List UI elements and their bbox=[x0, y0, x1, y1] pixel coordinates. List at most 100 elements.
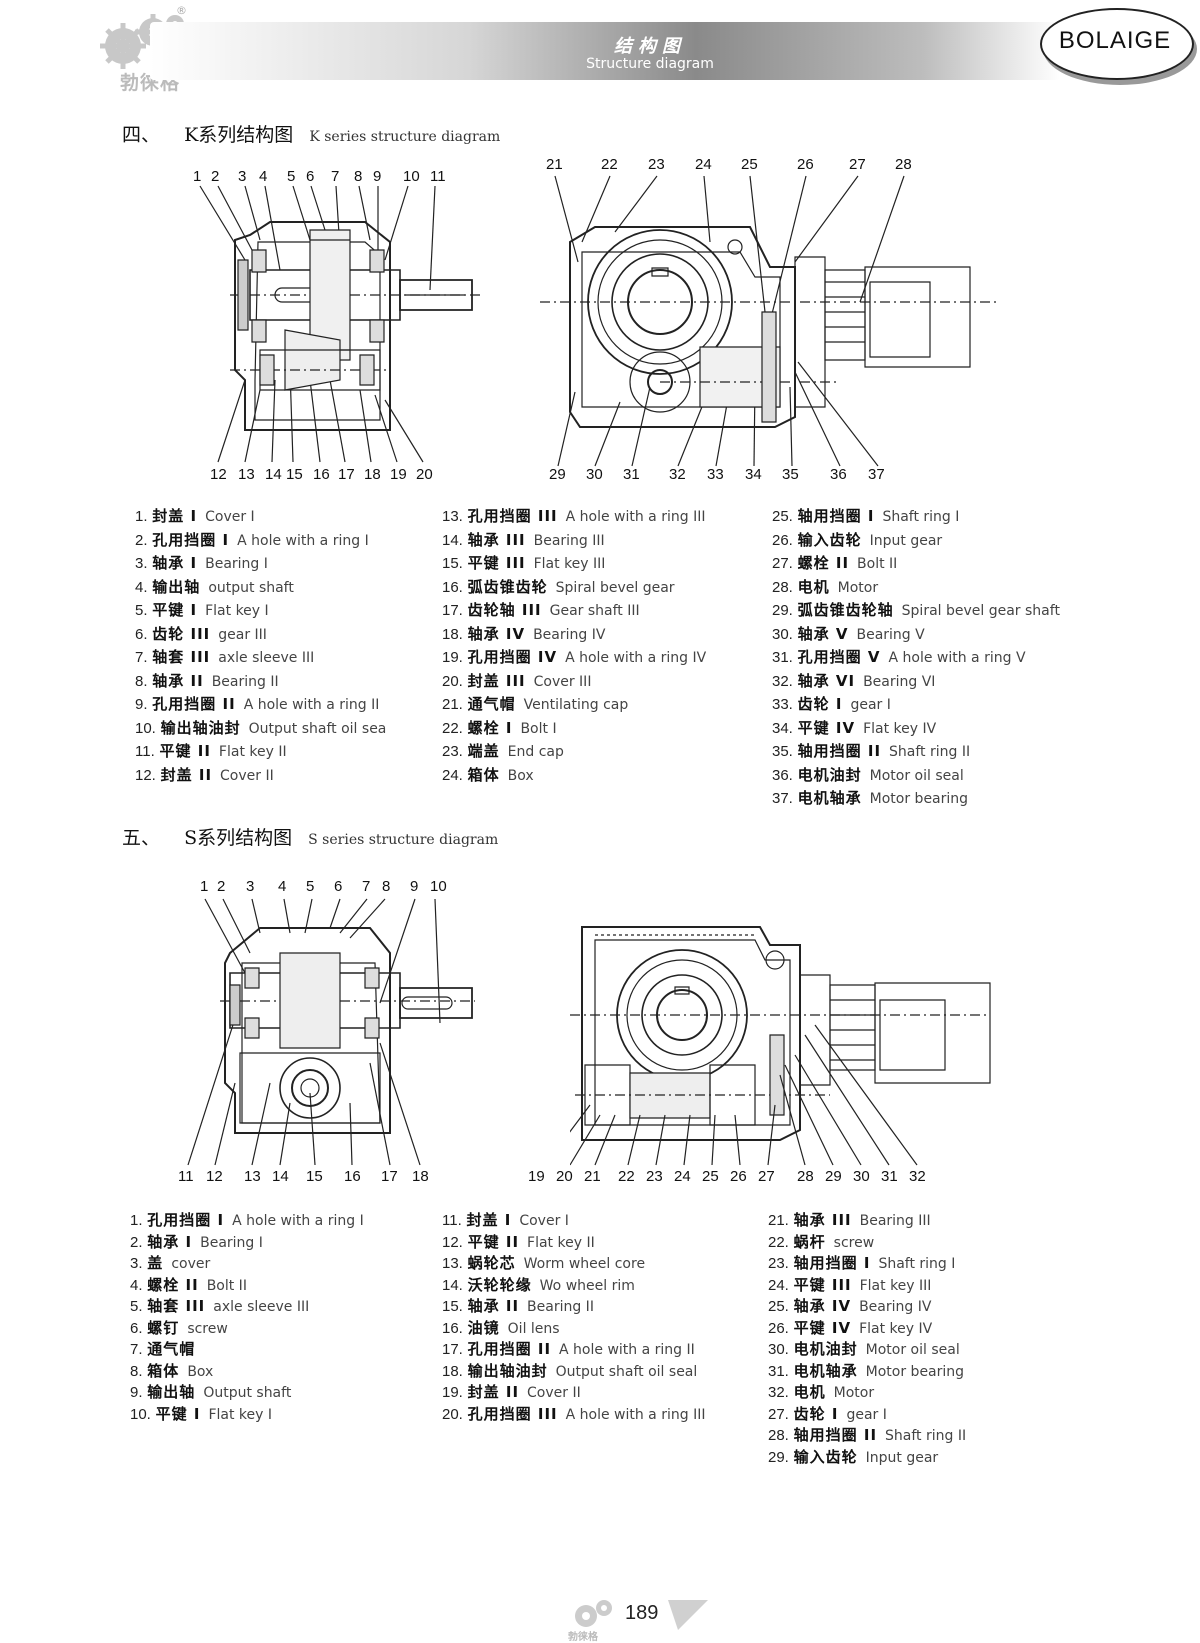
callout: 6 bbox=[334, 878, 343, 895]
footer-gear-icon bbox=[575, 1600, 612, 1627]
callout: 12 bbox=[210, 466, 227, 483]
k-section-title-en: K series structure diagram bbox=[309, 129, 501, 145]
s-section-prefix: 五、 bbox=[122, 827, 161, 849]
callout: 19 bbox=[528, 1168, 545, 1185]
callout: 2 bbox=[211, 168, 220, 185]
s-section-title: 五、 S系列结构图 S series structure diagram bbox=[122, 823, 498, 850]
k-section-prefix: 四、 bbox=[122, 124, 161, 146]
callout: 29 bbox=[549, 466, 566, 483]
callout: 7 bbox=[331, 168, 340, 185]
s-section-title-en: S series structure diagram bbox=[308, 832, 499, 848]
callout: 16 bbox=[313, 466, 330, 483]
callout: 34 bbox=[745, 466, 762, 483]
callout: 33 bbox=[707, 466, 724, 483]
legend-item: 7. 通气帽 bbox=[130, 1340, 196, 1358]
callout: 14 bbox=[265, 466, 282, 483]
page-title: 结构图 bbox=[614, 36, 686, 57]
callout: 27 bbox=[758, 1168, 775, 1185]
callout: 27 bbox=[849, 156, 866, 173]
callout: 4 bbox=[259, 168, 268, 185]
callout: 23 bbox=[648, 156, 665, 173]
callout: 18 bbox=[412, 1168, 429, 1185]
callout: 5 bbox=[306, 878, 315, 895]
callout: 20 bbox=[556, 1168, 573, 1185]
callout: 15 bbox=[306, 1168, 323, 1185]
callout: 12 bbox=[206, 1168, 223, 1185]
k-series-side-section-drawing bbox=[190, 180, 490, 470]
callout: 2 bbox=[217, 878, 226, 895]
callout: 10 bbox=[403, 168, 420, 185]
callout: 32 bbox=[669, 466, 686, 483]
page-number: 189 bbox=[625, 1602, 659, 1624]
callout: 21 bbox=[584, 1168, 601, 1185]
callout: 35 bbox=[782, 466, 799, 483]
callout: 25 bbox=[741, 156, 758, 173]
header-logo bbox=[95, 6, 195, 76]
callout: 15 bbox=[286, 466, 303, 483]
callout: 28 bbox=[895, 156, 912, 173]
callout: 20 bbox=[416, 466, 433, 483]
callout: 23 bbox=[646, 1168, 663, 1185]
callout: 32 bbox=[909, 1168, 926, 1185]
header-bar bbox=[150, 22, 1060, 80]
callout: 13 bbox=[238, 466, 255, 483]
callout: 26 bbox=[730, 1168, 747, 1185]
callout: 6 bbox=[306, 168, 315, 185]
callout: 10 bbox=[430, 878, 447, 895]
callout: 16 bbox=[344, 1168, 361, 1185]
callout: 30 bbox=[586, 466, 603, 483]
callout: 28 bbox=[797, 1168, 814, 1185]
callout: 1 bbox=[200, 878, 209, 895]
callout: 8 bbox=[382, 878, 391, 895]
callout: 5 bbox=[287, 168, 296, 185]
k-series-front-view-drawing bbox=[540, 172, 1010, 472]
footer-logo-text: 勃徕格 bbox=[568, 1632, 598, 1643]
page-subtitle: Structure diagram bbox=[586, 56, 714, 72]
